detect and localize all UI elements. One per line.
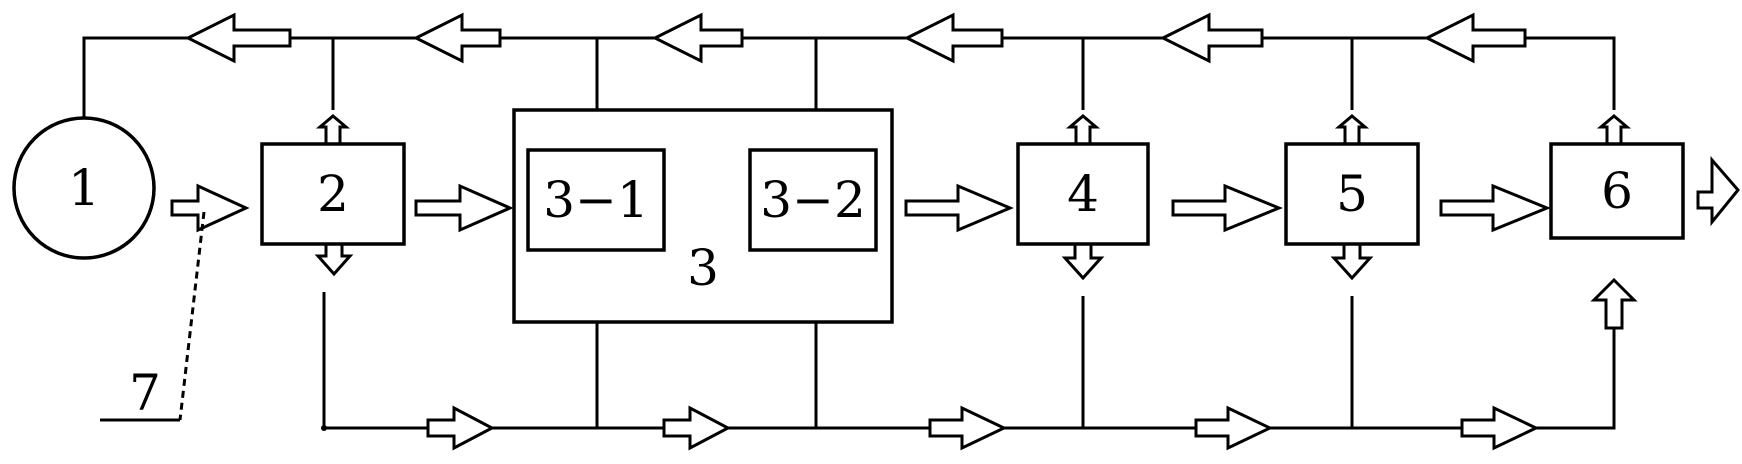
bottom-arrow-right-icon (426, 405, 496, 451)
top-arrow-left-icon (184, 12, 292, 64)
flow-arrow-right-icon (904, 183, 1014, 233)
top-arrow-left-icon (903, 12, 1004, 64)
top-flow-arrows (184, 12, 1527, 64)
output-arrow-right-icon (1696, 155, 1740, 227)
top-arrow-left-icon (1159, 12, 1264, 64)
up-arrow-icon (1334, 114, 1370, 146)
block-2: 2 (260, 142, 406, 246)
down-arrow-icon (1330, 242, 1374, 281)
block-3-2: 3−2 (748, 148, 878, 252)
block-3-2-label: 3−2 (760, 171, 866, 229)
top-arrow-left-icon (651, 12, 744, 64)
block-5-box (1284, 142, 1420, 246)
block-6: 6 (1549, 142, 1685, 240)
bottom-flow-arrows (426, 405, 1540, 451)
block-3-1-box (526, 148, 666, 252)
block-2-label: 2 (317, 165, 349, 223)
bottom-arrow-right-icon (1194, 405, 1274, 451)
down-arrow-icon (1061, 242, 1105, 281)
block-3-1: 3−1 (526, 148, 666, 252)
block-6-label: 6 (1601, 162, 1633, 220)
up-arrow-icon (1065, 114, 1101, 146)
bottom-arrow-right-icon (662, 405, 732, 451)
block-6-box (1549, 142, 1685, 240)
feed-label: 7 (129, 364, 161, 422)
block-3-1-label: 3−1 (543, 171, 649, 229)
feed-leader-line (178, 211, 206, 421)
bottom-arrow-right-icon (928, 405, 1008, 451)
flow-arrow-right-icon (414, 183, 514, 233)
flow-arrow-right-icon (1439, 183, 1551, 233)
vertical-port-arrows (314, 114, 1638, 330)
up-arrow-icon (1590, 277, 1638, 330)
source-node: 1 (12, 116, 156, 260)
source-label: 1 (68, 159, 100, 217)
group-3-label: 3 (687, 239, 719, 297)
block-2-box (260, 142, 406, 246)
junction-dot (321, 425, 327, 431)
top-bus-line (82, 36, 1616, 118)
up-arrow-icon (1596, 114, 1632, 146)
bottom-arrow-right-icon (1460, 405, 1540, 451)
block-5-label: 5 (1336, 165, 1368, 223)
block-3-2-box (748, 148, 878, 252)
block-4-label: 4 (1067, 165, 1099, 223)
main-flow-arrows (170, 155, 1740, 233)
block-4: 4 (1016, 142, 1150, 246)
flow-arrow-right-icon (1171, 183, 1283, 233)
block-4-box (1016, 142, 1150, 246)
flow-arrow-right-icon (170, 183, 250, 233)
top-arrow-left-icon (412, 12, 502, 64)
top-arrow-left-icon (1423, 12, 1527, 64)
down-arrow-icon (314, 242, 354, 277)
block-5: 5 (1284, 142, 1420, 246)
up-arrow-icon (315, 114, 351, 146)
top-bus (82, 36, 1616, 118)
source-circle (12, 116, 156, 260)
feed-annotation: 7 (100, 211, 206, 422)
